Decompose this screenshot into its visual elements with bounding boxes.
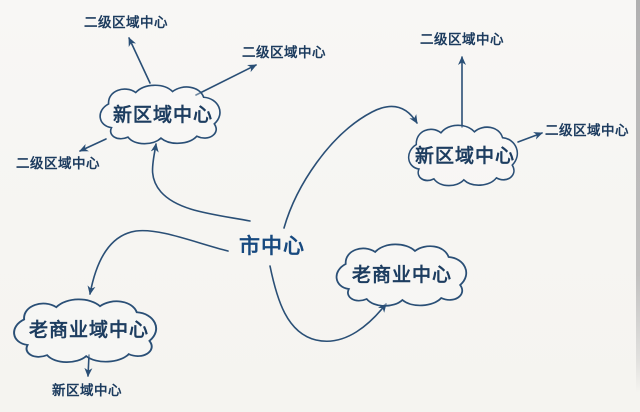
connector-center-to-old-commercial-district [87,229,229,295]
label-secondary-far-right: 二级区域中心 [545,122,629,138]
connector-center-to-new-district-right [283,105,418,229]
page-edge-shadow [636,0,640,393]
arrow-left-cloud-to-secondary-top-left [128,37,151,84]
label-secondary-top-right: 二级区域中心 [420,31,504,47]
label-secondary-left: 二级区域中心 [16,155,100,171]
label-new-district-left: 新区域中心 [113,103,213,126]
label-secondary-upper-mid: 二级区域中心 [242,44,326,60]
arrow-left-cloud-to-secondary-upper-mid [195,64,257,96]
arrow-left-cloud-to-secondary-left [79,138,107,152]
label-new-district-south: 新区域中心 [52,382,122,398]
label-old-commercial-center: 老商业中心 [352,263,452,286]
label-new-district-right: 新区域中心 [415,144,515,167]
connector-center-to-new-district-left [150,143,251,222]
connector-center-to-old-commercial-center [269,265,387,343]
label-old-commercial-district: 老商业域中心 [29,318,149,341]
arrow-right-cloud-to-secondary-far-right [517,132,543,143]
label-city-center: 市中心 [239,234,305,258]
label-secondary-top-left: 二级区域中心 [84,14,168,30]
